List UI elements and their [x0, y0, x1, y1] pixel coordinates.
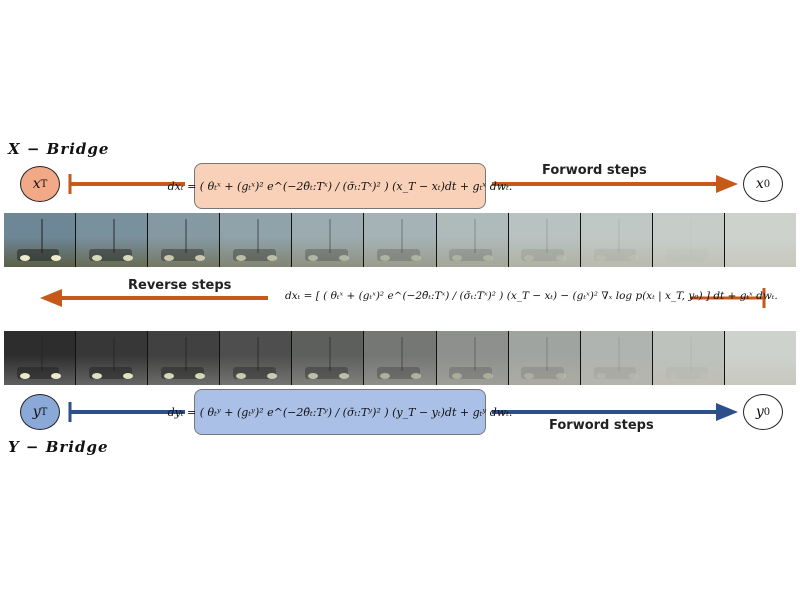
visible-frame [580, 213, 653, 267]
infrared-frame [436, 331, 509, 385]
infrared-frame [220, 331, 293, 385]
y-0-symbol: y [755, 404, 764, 420]
visible-frame [724, 213, 797, 267]
visible-frame [148, 213, 221, 267]
infrared-frame [652, 331, 725, 385]
visible-frame [292, 213, 365, 267]
infrared-frame [148, 331, 221, 385]
infrared-frame [580, 331, 653, 385]
visible-frame [436, 213, 509, 267]
infrared-image-sequence [4, 331, 797, 385]
x-bridge-equation: dxₜ = ( θₜˣ + (gₜˣ)² e^(−2θ̄ₜ:Tˣ) / (σ̄ₜ… [167, 179, 513, 193]
reverse-equation: dxₜ = [ ( θₜˣ + (gₜˣ)² e^(−2θ̄ₜ:Tˣ) / (σ… [285, 290, 778, 302]
y-bridge-equation-box: dyₜ = ( θₜʸ + (gₜʸ)² e^(−2θ̄ₜ:Tʸ) / (σ̄ₜ… [168, 389, 512, 435]
x-bridge-title: X − Bridge [8, 140, 110, 158]
x-T-symbol: x [32, 176, 41, 192]
infrared-frame [364, 331, 437, 385]
y-bridge-title: Y − Bridge [8, 438, 109, 456]
y-T-symbol: y [32, 404, 41, 420]
x-0-symbol: x [755, 176, 764, 192]
visible-frame [4, 213, 77, 267]
infrared-frame [292, 331, 365, 385]
x-forward-arrow-head [716, 175, 738, 193]
x-bridge-equation-box: dxₜ = ( θₜˣ + (gₜˣ)² e^(−2θ̄ₜ:Tˣ) / (σ̄ₜ… [168, 163, 512, 209]
infrared-frame [76, 331, 149, 385]
x-T-subscript: T [40, 178, 48, 190]
visible-image-sequence [4, 213, 797, 267]
y-forward-arrow-head [716, 403, 738, 421]
reverse-arrow-head [40, 289, 62, 307]
visible-frame [652, 213, 725, 267]
visible-frame [76, 213, 149, 267]
reverse-steps-label: Reverse steps [128, 278, 232, 293]
visible-frame [508, 213, 581, 267]
visible-frame [364, 213, 437, 267]
y-bridge-equation: dyₜ = ( θₜʸ + (gₜʸ)² e^(−2θ̄ₜ:Tʸ) / (σ̄ₜ… [167, 405, 513, 419]
infrared-frame [724, 331, 797, 385]
y-T-subscript: T [40, 406, 48, 418]
visible-frame [220, 213, 293, 267]
infrared-frame [4, 331, 77, 385]
y-forward-steps-label: Forword steps [549, 418, 654, 433]
x-0-subscript: 0 [763, 178, 771, 190]
x-forward-steps-label: Forword steps [542, 163, 647, 178]
y-0-subscript: 0 [763, 406, 771, 418]
infrared-frame [508, 331, 581, 385]
